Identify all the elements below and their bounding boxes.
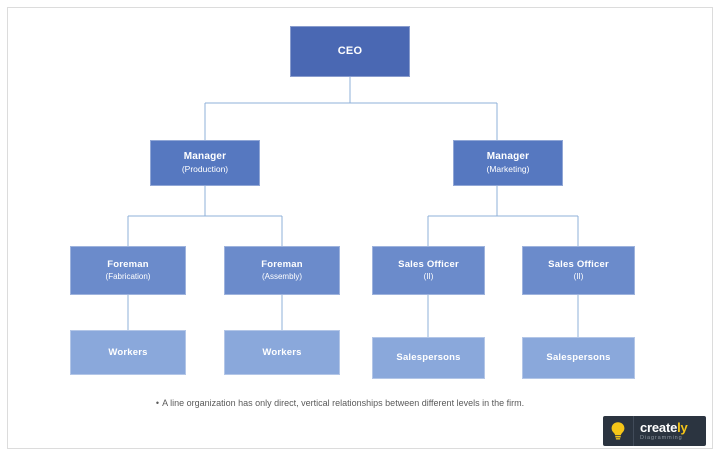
caption-text: A line organization has only direct, ver… bbox=[162, 398, 525, 408]
node-title: Salespersons bbox=[546, 352, 611, 364]
lightbulb-icon bbox=[603, 416, 634, 446]
node-sales-officer-1[interactable]: Sales Officer (II) bbox=[372, 246, 485, 295]
node-workers-fabrication[interactable]: Workers bbox=[70, 330, 186, 375]
bullet-glyph: • bbox=[155, 398, 160, 408]
node-subtitle: (Fabrication) bbox=[105, 271, 151, 281]
node-title: Workers bbox=[108, 346, 148, 358]
node-subtitle: (II) bbox=[423, 271, 434, 281]
logo-word: creately bbox=[640, 421, 688, 434]
node-subtitle: (Assembly) bbox=[261, 271, 302, 281]
logo-tagline: Diagramming bbox=[640, 434, 683, 441]
node-title: Foreman bbox=[261, 259, 303, 271]
node-salespersons-2[interactable]: Salespersons bbox=[522, 337, 635, 379]
node-title: Foreman bbox=[107, 259, 149, 271]
node-sales-officer-2[interactable]: Sales Officer (II) bbox=[522, 246, 635, 295]
node-foreman-fabrication[interactable]: Foreman (Fabrication) bbox=[70, 246, 186, 295]
logo-wordmark: creately Diagramming bbox=[634, 421, 688, 442]
node-manager-marketing[interactable]: Manager (Marketing) bbox=[453, 140, 563, 186]
node-title: Sales Officer bbox=[398, 259, 459, 271]
node-title: Sales Officer bbox=[548, 259, 609, 271]
node-ceo[interactable]: CEO bbox=[290, 26, 410, 77]
node-title: CEO bbox=[337, 44, 363, 57]
node-salespersons-1[interactable]: Salespersons bbox=[372, 337, 485, 379]
node-manager-production[interactable]: Manager (Production) bbox=[150, 140, 260, 186]
diagram-caption: •A line organization has only direct, ve… bbox=[60, 398, 620, 410]
node-title: Manager bbox=[183, 150, 227, 162]
node-title: Manager bbox=[486, 150, 530, 162]
node-subtitle: (II) bbox=[573, 271, 584, 281]
creately-logo[interactable]: creately Diagramming bbox=[603, 416, 706, 446]
node-title: Salespersons bbox=[396, 352, 461, 364]
node-foreman-assembly[interactable]: Foreman (Assembly) bbox=[224, 246, 340, 295]
node-title: Workers bbox=[262, 346, 302, 358]
logo-word-accent: ly bbox=[677, 419, 688, 435]
node-subtitle: (Production) bbox=[181, 164, 229, 175]
node-subtitle: (Marketing) bbox=[486, 164, 530, 175]
node-workers-assembly[interactable]: Workers bbox=[224, 330, 340, 375]
logo-word-main: create bbox=[640, 419, 678, 435]
